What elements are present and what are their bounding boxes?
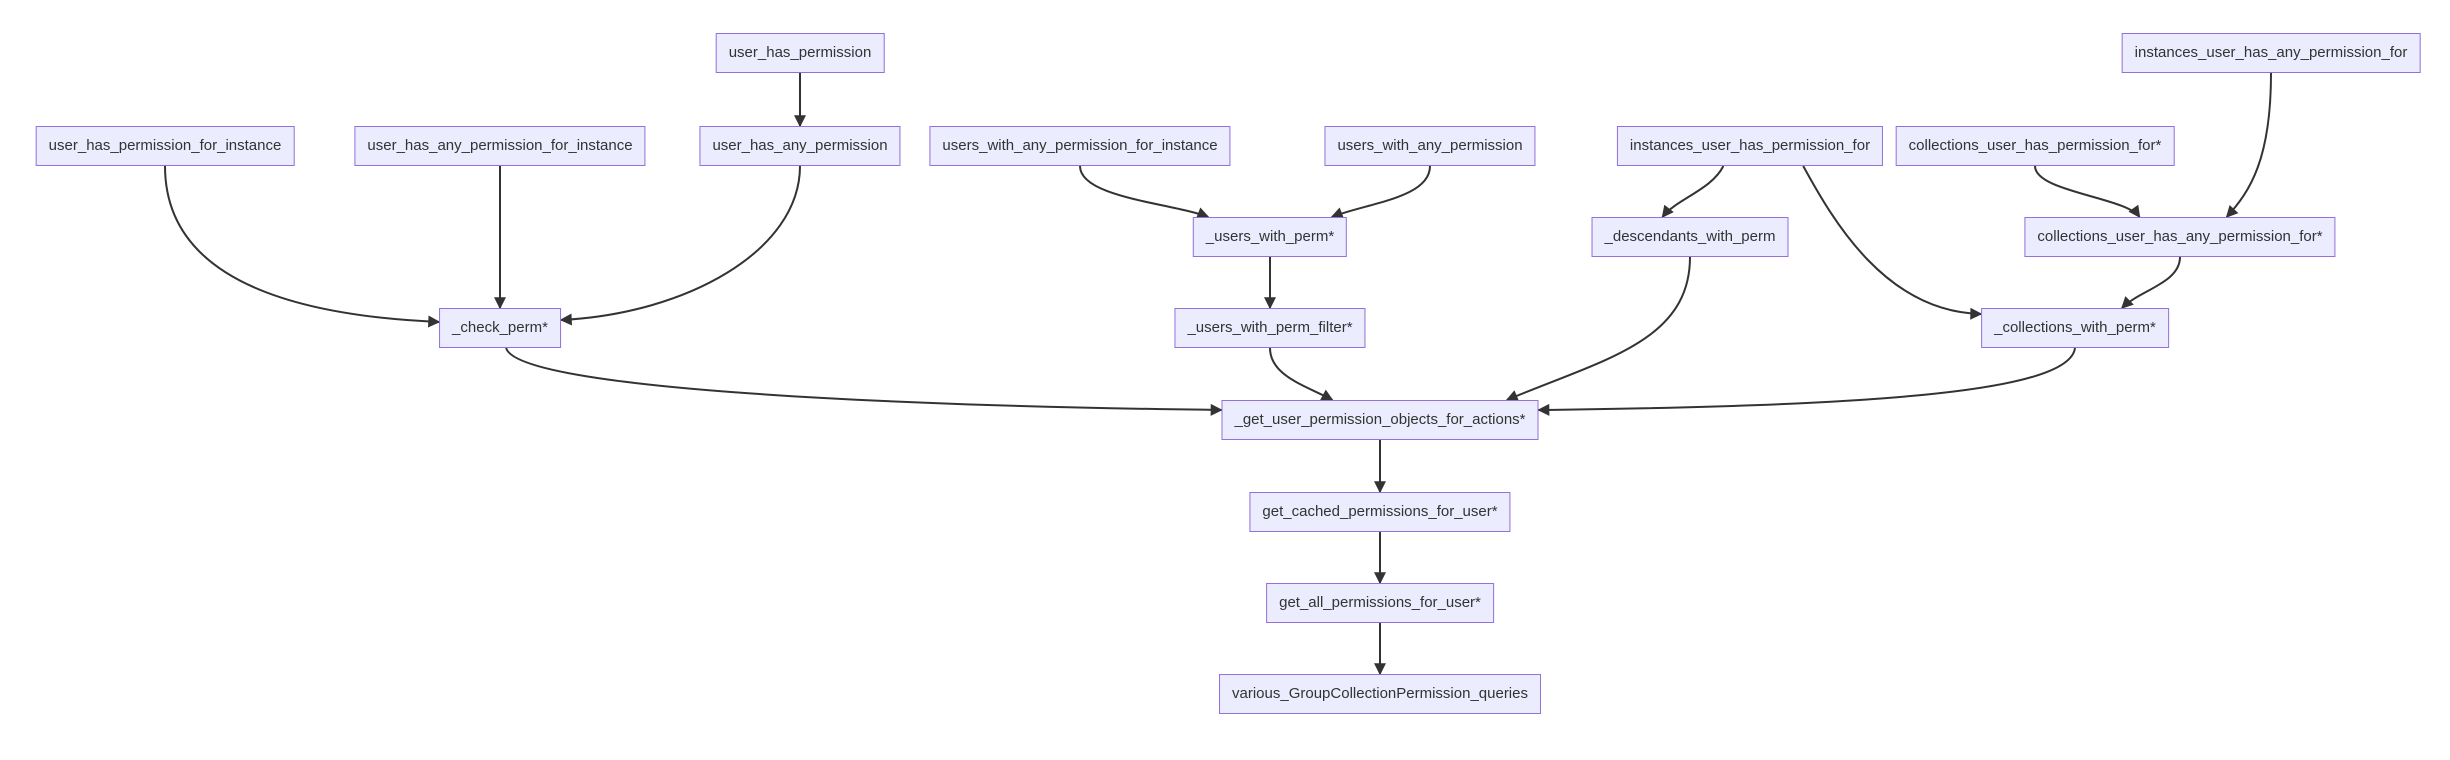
node-instances_user_has_permission_for: instances_user_has_permission_for — [1616, 126, 1884, 166]
edge-instances_user_has_permission_for-to-collections_with_perm — [1802, 165, 1983, 320]
node-collections_user_has_permission_for: collections_user_has_permission_for* — [1895, 126, 2175, 166]
node-user_has_permission_for_instance: user_has_permission_for_instance — [35, 126, 295, 166]
edge-instances_user_has_permission_for-to-descendants_with_perm — [1661, 165, 1725, 218]
edge-users_with_any_permission_for_instance-to-users_with_perm — [1079, 165, 1210, 219]
edge-users_with_perm_filter-to-get_user_permission_objects_for_actions — [1269, 347, 1334, 401]
edge-users_with_any_permission-to-users_with_perm — [1330, 165, 1431, 219]
node-user_has_any_permission: user_has_any_permission — [699, 126, 901, 166]
node-collections_user_has_any_permission_for: collections_user_has_any_permission_for* — [2024, 217, 2336, 257]
node-various_GroupCollectionPermission_queries: various_GroupCollectionPermission_querie… — [1219, 674, 1541, 714]
node-users_with_any_permission_for_instance: users_with_any_permission_for_instance — [929, 126, 1231, 166]
node-users_with_any_permission: users_with_any_permission — [1324, 126, 1536, 166]
node-check_perm: _check_perm* — [439, 308, 561, 348]
node-get_all_permissions_for_user: get_all_permissions_for_user* — [1266, 583, 1494, 623]
node-user_has_permission: user_has_permission — [715, 33, 885, 73]
node-instances_user_has_any_permission_for: instances_user_has_any_permission_for — [2121, 33, 2421, 73]
node-get_user_permission_objects_for_actions: _get_user_permission_objects_for_actions… — [1221, 400, 1539, 440]
node-collections_with_perm: _collections_with_perm* — [1981, 308, 2169, 348]
edge-user_has_any_permission-to-check_perm — [559, 165, 801, 326]
edge-collections_with_perm-to-get_user_permission_objects_for_actions — [1537, 347, 2076, 416]
node-descendants_with_perm: _descendants_with_perm — [1591, 217, 1789, 257]
node-user_has_any_permission_for_instance: user_has_any_permission_for_instance — [354, 126, 646, 166]
edge-instances_user_has_any_permission_for-to-collections_user_has_any_permission_for — [2225, 72, 2272, 218]
node-get_cached_permissions_for_user: get_cached_permissions_for_user* — [1249, 492, 1511, 532]
edge-check_perm-to-get_user_permission_objects_for_actions — [505, 347, 1223, 416]
edge-collections_user_has_permission_for-to-collections_user_has_any_permission_for — [2034, 165, 2141, 218]
node-users_with_perm: _users_with_perm* — [1192, 217, 1348, 257]
edge-descendants_with_perm-to-get_user_permission_objects_for_actions — [1505, 256, 1691, 402]
edge-user_has_permission_for_instance-to-check_perm — [164, 165, 441, 328]
edge-collections_user_has_any_permission_for-to-collections_with_perm — [2121, 256, 2181, 309]
node-users_with_perm_filter: _users_with_perm_filter* — [1174, 308, 1366, 348]
